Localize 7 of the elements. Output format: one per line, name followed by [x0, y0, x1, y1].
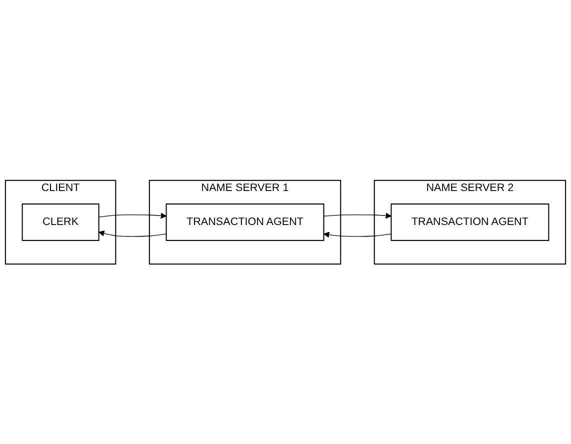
node-box: TRANSACTION AGENT [390, 203, 550, 241]
node-box: TRANSACTION AGENT [166, 203, 324, 241]
arrow [323, 232, 392, 238]
node-box: CLERK [22, 203, 100, 241]
arrow [323, 212, 392, 218]
arrow [98, 212, 167, 218]
arrow [98, 230, 167, 236]
